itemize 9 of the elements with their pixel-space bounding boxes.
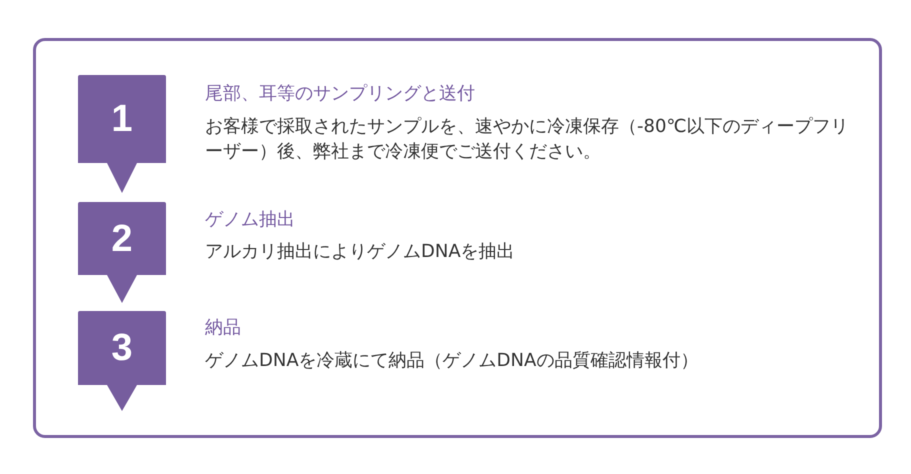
step-heading: 尾部、耳等のサンプリングと送付 bbox=[205, 82, 475, 106]
step-description: ゲノムDNAを冷蔵にて納品（ゲノムDNAの品質確認情報付） bbox=[205, 349, 700, 373]
step-heading: ゲノム抽出 bbox=[205, 208, 295, 232]
step-heading: 納品 bbox=[205, 316, 241, 340]
step-number: 2 bbox=[110, 218, 134, 258]
step-description: お客様で採取されたサンプルを、速やかに冷凍保存（-80℃以下のディープフリーザー）後、弊社まで冷凍便でご送付ください。 bbox=[205, 115, 850, 164]
step-description: アルカリ抽出によりゲノムDNAを抽出 bbox=[205, 240, 516, 264]
step-number: 3 bbox=[110, 328, 134, 368]
step-number: 1 bbox=[110, 99, 134, 139]
